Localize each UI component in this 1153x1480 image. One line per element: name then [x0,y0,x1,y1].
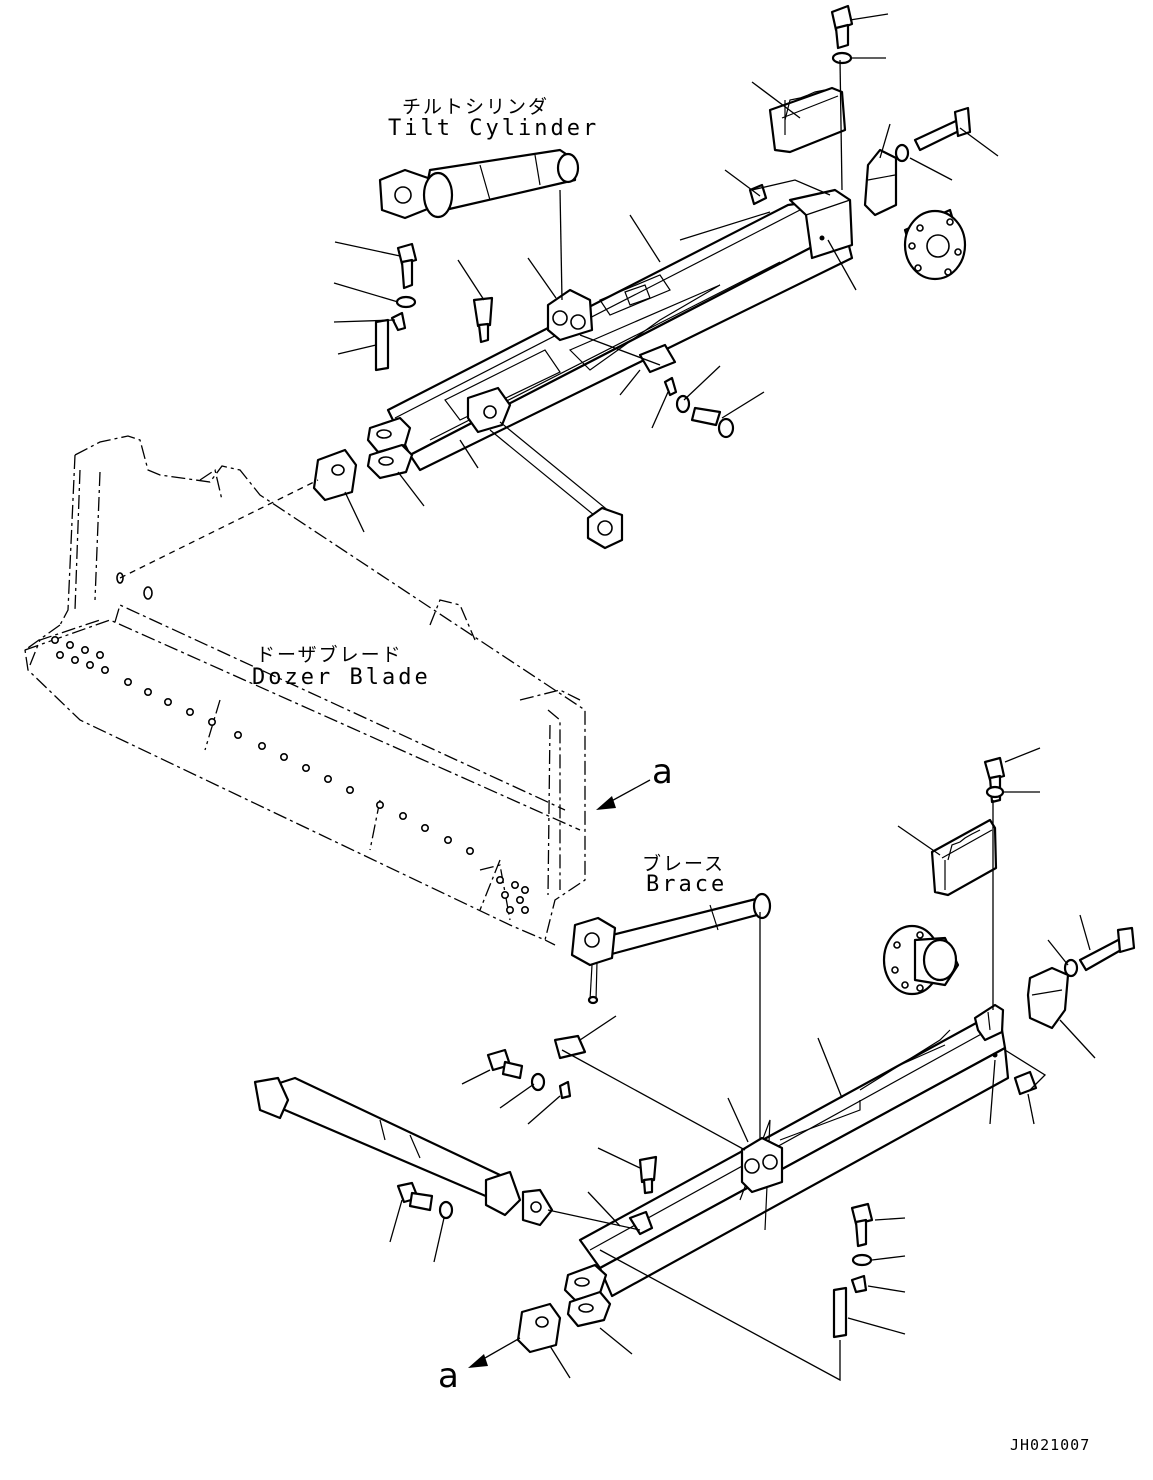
upper-frame-assembly [366,188,854,550]
hidden-line [559,189,563,301]
tilt-cylinder [378,148,580,220]
dozer-blade [24,435,586,946]
tilt-cylinder-label-jp: チルトシリンダ [402,96,550,118]
lower-left-fasteners [253,1034,874,1354]
hidden-line [751,179,831,196]
callout-a-bottom: a [438,1356,459,1396]
hidden-line [839,59,843,191]
hidden-line [547,1209,641,1231]
arrow-icon [596,779,651,810]
tilt-cylinder-label-en: Tilt Cylinder [388,116,600,141]
lower-bracket-parts [882,756,1136,1096]
arrow-icon [468,1337,521,1368]
hidden-line [1004,1049,1047,1091]
lower-frame-assembly [563,1003,1010,1328]
upper-bracket-parts [748,4,972,281]
hidden-line [579,334,661,366]
hidden-line [561,1049,746,1151]
upper-leader-lines [333,13,999,533]
hidden-line [119,479,319,579]
dozer-blade-label-jp: ドーザブレード [256,644,403,666]
brace-label-en: Brace [646,872,728,897]
dozer-blade-label-en: Dozer Blade [252,665,431,690]
hidden-line [599,1249,841,1382]
brace [570,892,772,1005]
lower-leader-lines [389,747,1096,1379]
callout-a-top: a [652,752,673,792]
drawing-code: JH021007 [1010,1436,1091,1454]
brace-label-jp: ブレース [642,853,726,875]
